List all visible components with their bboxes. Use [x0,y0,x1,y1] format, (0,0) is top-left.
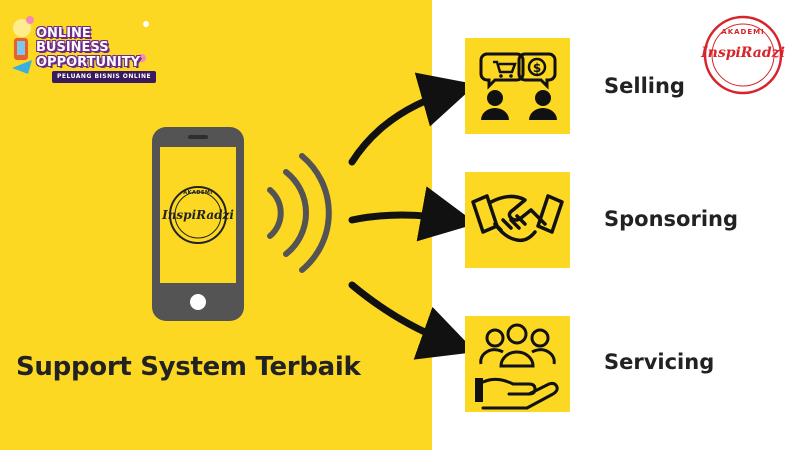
servicing-icon [475,323,559,410]
servicing-icon-box [465,316,570,412]
headline-text: Support System Terbaik [16,352,361,382]
phone-logo-script-text: InspiRadzi [162,208,234,222]
stamp-logo-icon [703,15,783,95]
badge-subtitle: PELUANG BISNIS ONLINE [52,71,157,83]
selling-icon: $ [479,52,557,120]
arrows-icon [348,72,470,360]
smartphone-illustration: AKADEMI InspiRadzi [150,125,246,323]
badge-line-opportunity: OPPORTUNITY [36,55,141,70]
phone-logo-top-text: AKADEMI [183,190,213,196]
badge-line-online: ONLINE [36,26,91,41]
online-business-opportunity-badge: ONLINE BUSINESS OPPORTUNITY PELUANG BISN… [8,8,158,86]
signal-waves-icon [267,153,332,273]
corner-logo-script-text: InspiRadzi [701,45,785,61]
svg-text:$: $ [533,61,541,75]
selling-label: Selling [604,74,685,98]
sponsoring-label: Sponsoring [604,207,738,231]
badge-line-business: BUSINESS [36,40,109,55]
servicing-label: Servicing [604,350,715,374]
badge-decoration-icon [12,16,149,74]
smartphone-icon [152,127,244,321]
handshake-icon [471,194,564,243]
sponsoring-icon-box [465,172,570,268]
akademi-inspiradzi-logo: AKADEMI InspiRadzi [700,12,786,98]
corner-logo-top-text: AKADEMI [721,28,765,36]
selling-icon-box: $ [465,38,570,134]
